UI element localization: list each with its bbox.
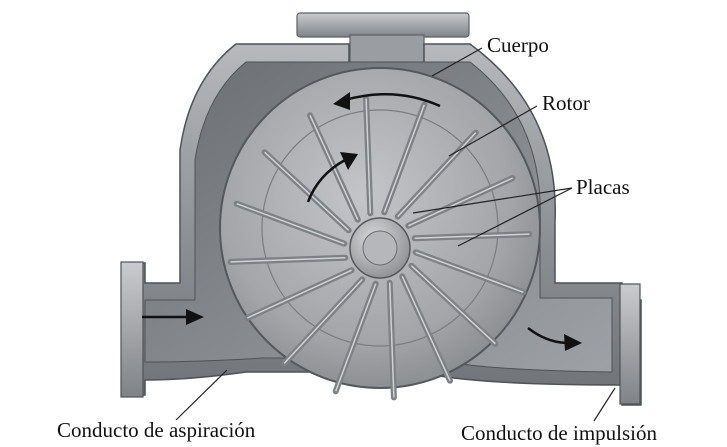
rotor-vane-highlight [407, 177, 514, 227]
rotation-arrows [306, 92, 441, 203]
rotor-vane-highlight [415, 251, 524, 294]
rotor-shaft [362, 230, 398, 266]
leader-lines [175, 47, 616, 422]
rotation-arrowhead-inner [340, 152, 358, 170]
top-flange [296, 12, 470, 68]
rotor-vane-highlight [283, 278, 363, 364]
rotor-vane-highlight [397, 132, 477, 218]
cuerpo-leader [431, 47, 483, 77]
rotor-vane-highlight [246, 269, 353, 319]
rotor-vane-highlight [334, 283, 377, 392]
impulsion-label: Conducto de impulsión [461, 421, 657, 445]
rotor-vane-highlight [236, 202, 345, 245]
outlet-flow-arrow [527, 327, 567, 345]
rotor-vane-highlight [365, 98, 372, 214]
cuerpo-label: Cuerpo [487, 33, 549, 57]
rotor-assembly [219, 67, 541, 401]
rotor-vane-highlight [401, 275, 451, 382]
placas-leader-2 [457, 187, 573, 247]
rotor-vane-highlight [230, 256, 346, 263]
rotor-vanes [227, 95, 533, 401]
rotor-vane-highlight [388, 282, 395, 398]
placas-label: Placas [576, 175, 630, 199]
rotor-vane-highlight [414, 233, 530, 240]
placas-leader-1 [412, 187, 573, 214]
flow-arrows [142, 309, 582, 351]
impulsion-leader [593, 387, 616, 422]
aspiracion-label: Conducto de aspiración [57, 418, 256, 442]
rotor-vane-highlight [383, 104, 426, 213]
rotor-vane-highlight [410, 265, 496, 345]
rotor-leader [448, 105, 538, 157]
rotor-vane-highlight [264, 151, 350, 231]
rotation-arrowhead-top [333, 92, 350, 110]
rotor-label: Rotor [542, 91, 590, 115]
aspiracion-leader [175, 369, 228, 421]
